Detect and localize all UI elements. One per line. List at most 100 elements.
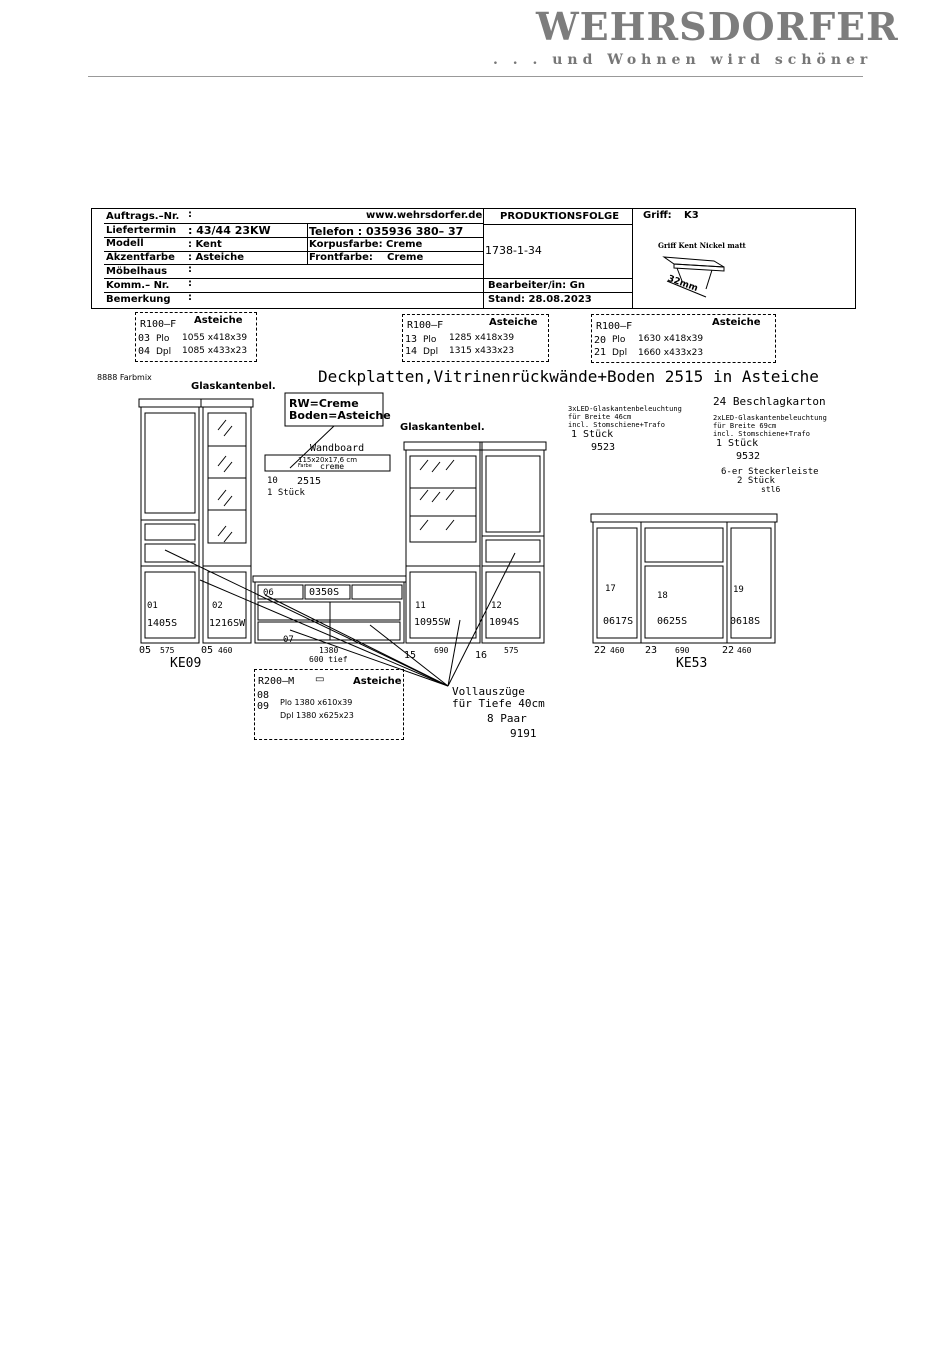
website: www.wehrsdorfer.de [366,210,483,221]
plate-row-type: Plo [612,335,626,345]
wandboard-code: 2515 [297,476,322,487]
dim-width: 1380 [319,646,339,655]
wandboard-qty: 1 Stück [267,488,305,498]
dim-width: 575 [504,646,519,655]
led2-line1: 2xLED-Glaskantenbeleuchtung [713,414,827,422]
plate-row-type: Plo [156,334,170,344]
order-header-table: Auftrags.–Nr. : www.wehrsdorfer.de Liefe… [91,208,856,309]
glaskanten-label-1: Glaskantenbel. [191,381,276,392]
frontfarbe-label: Frontfarbe: [309,252,373,263]
unit-code: 0350S [309,587,340,598]
unit-label: 06 [263,588,274,598]
divider [104,264,483,265]
plate-row-dpl: Dpl 1380 x625x23 [280,711,354,720]
bemerkung-label: Bemerkung [106,294,171,305]
unit-label: 11 [415,601,426,611]
unit-label: 12 [491,601,502,611]
plate-code: R100–F [407,320,444,331]
komm-colon: : [188,278,192,289]
combination-ke53: KE53 [676,656,708,671]
handle-sketch [662,256,725,298]
plate-row-dim: 1085 x433x23 [182,346,248,356]
plate-row-type: Plo [423,335,437,345]
boden-note: Boden=Asteiche [289,409,391,422]
dim-width: 460 [218,646,233,655]
farbmix-label: 8888 Farbmix [97,373,152,382]
unit-label: 01 [147,601,158,611]
plate-row-type: Dpl [423,347,439,357]
dim-depth: 600 tief [309,655,348,664]
plate-row-dim: 1630 x418x39 [638,334,704,344]
divider [483,224,633,225]
dim-label: 05 [201,645,214,656]
dim-label: 22 [594,645,607,656]
paar-code: 9191 [510,727,537,740]
plate-box-3: R100–F Asteiche 20 Plo 1630 x418x39 21 D… [591,314,776,363]
dim-label: 23 [645,645,658,656]
unit-code: 1216SW [209,618,246,629]
unit-code: 0617S [603,616,634,627]
wandboard-no: 10 [267,476,278,486]
auftrag-colon: : [188,209,192,220]
akzentfarbe-label: Akzentfarbe [106,252,175,263]
griff-label: Griff: [643,210,672,221]
combination-ke09: KE09 [170,656,202,671]
moebelhaus-colon: : [188,264,192,275]
divider [104,278,632,279]
plate-row-no: 21 [594,347,607,358]
plate-code: R100–F [596,321,633,332]
led2-qty: 1 Stück [716,438,759,449]
plate-row-no: 09 [257,701,270,712]
unit-code: 1094S [489,617,520,628]
unit-label: 07 [283,635,294,645]
plate-row-plo: Plo 1380 x610x39 [280,698,353,707]
divider [104,251,483,252]
vollauszuege: Vollauszüge [452,685,525,698]
plate-box-2: R100–F Asteiche 13 Plo 1285 x418x39 14 D… [402,314,549,362]
komm-label: Komm.– Nr. [106,280,170,291]
dim-label: 05 [139,645,152,656]
paar: 8 Paar [487,712,527,725]
unit-label: 17 [605,584,616,594]
plate-row-no: 13 [405,334,418,345]
led1-line3: incl. Stomschiene+Trafo [568,421,665,429]
unit-code: 0625S [657,616,688,627]
plate-color: Asteiche [712,317,761,328]
furniture-drawing [138,392,778,687]
wandboard-dim: 115x20x17,6 cm [298,456,358,464]
glaskanten-label-2: Glaskantenbel. [400,422,485,433]
unit-label: 02 [212,601,223,611]
led1-line2: für Breite 46cm [568,413,632,421]
divider [104,237,483,238]
plate-box-1: R100–F Asteiche 03 Plo 1055 x418x39 04 D… [135,312,257,362]
rw-note: RW=Creme [289,397,359,410]
bemerkung-colon: : [188,292,192,303]
plate-code: R100–F [140,319,177,330]
wandboard-color: creme [320,462,345,471]
steckerleiste-unit: stl6 [761,485,781,494]
frontfarbe-value: Creme [387,252,424,263]
led1-code: 9523 [591,442,616,453]
company-slogan: . . . und Wohnen wird schöner [493,52,873,68]
wandboard-farbe: Farbe [298,463,312,469]
liefertermin-value: : 43/44 23KW [188,224,271,237]
steckerleiste: 6-er Steckerleiste [721,467,819,477]
wandboard-label: Wandboard [310,443,365,454]
unit-code: 1405S [147,618,178,629]
led1-qty: 1 Stück [571,429,614,440]
plate-row-no: 08 [257,690,270,701]
modell-value: : Kent [188,239,222,250]
liefertermin-label: Liefertermin [106,225,177,236]
akzentfarbe-value: : Asteiche [188,252,244,263]
unit-label: 18 [657,591,668,601]
drawing-title: Deckplatten,Vitrinenrückwände+Boden 2515… [318,367,819,386]
plate-row-dim: 1660 x433x23 [638,348,704,358]
stand: Stand: 28.08.2023 [488,294,592,305]
led2-line2: für Breite 69cm [713,422,777,430]
dim-width: 575 [160,646,175,655]
griff-description: Griff Kent Nickel matt [658,241,746,250]
fuer-tiefe: für Tiefe 40cm [452,697,545,710]
unit-label: 15 [404,650,417,661]
moebelhaus-label: Möbelhaus [106,266,168,277]
dim-width: 460 [610,646,625,655]
